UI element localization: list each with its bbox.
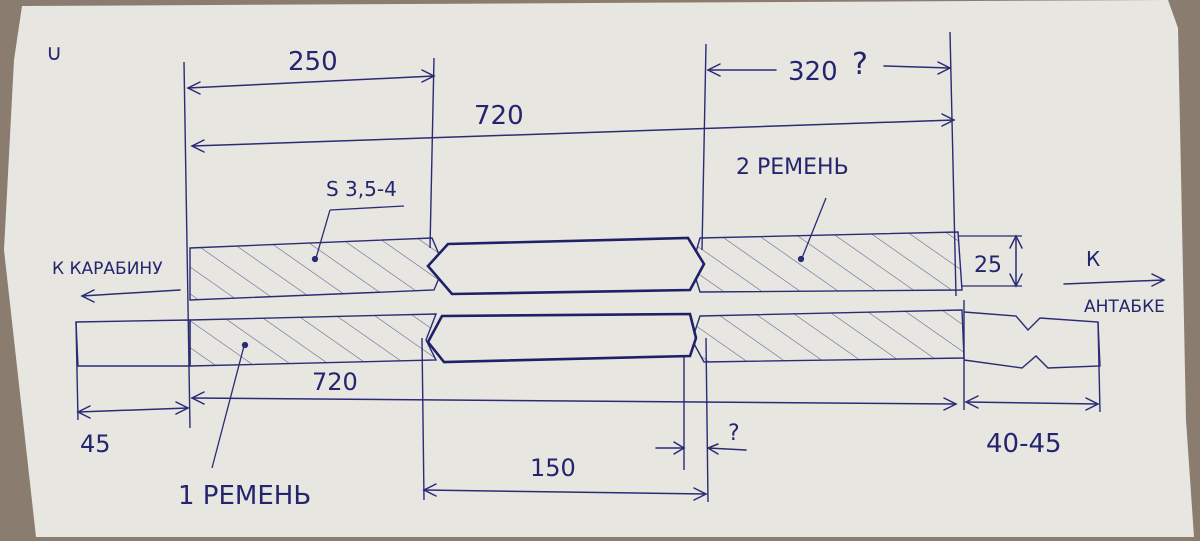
to-antabka-k-label: К [1086,247,1100,271]
belt-1-overlap-window [426,312,698,364]
dim-250-label: 250 [288,47,338,77]
dim-40-45-label: 40-45 [986,429,1062,459]
belt-2-left-hatched [189,237,445,301]
dim-720-top-label: 720 [474,101,524,131]
belt-2-label: 2 РЕМЕНЬ [736,155,849,180]
belt-2-right-hatched [691,231,963,293]
dim-150-label: 150 [530,454,576,482]
dim-320-question: ? [852,47,868,82]
belt-1-left-hatched [189,313,438,367]
belt-2-overlap-window [426,236,706,296]
dim-720-bottom-label: 720 [312,368,358,396]
belt-1-label: 1 РЕМЕНЬ [178,481,311,511]
belt-2-strap [189,231,1022,301]
corner-mark: ∪ [46,41,62,66]
leader-lines [211,197,827,469]
to-carabiner-label: К КАРАБИНУ [52,259,163,279]
belt-1-strap [75,309,1101,369]
belt-1-right-notched-end [963,311,1101,369]
dim-45-label: 45 [80,430,111,458]
to-antabka-label: АНТАБКЕ [1084,297,1165,317]
gap-question-label: ? [728,421,740,446]
dim-320-label: 320 [788,57,838,87]
belt-1-right-hatched [691,309,965,363]
dimension-lines [76,61,1166,501]
material-label: S 3,5-4 [326,177,397,201]
height-25-label: 25 [974,253,1002,278]
